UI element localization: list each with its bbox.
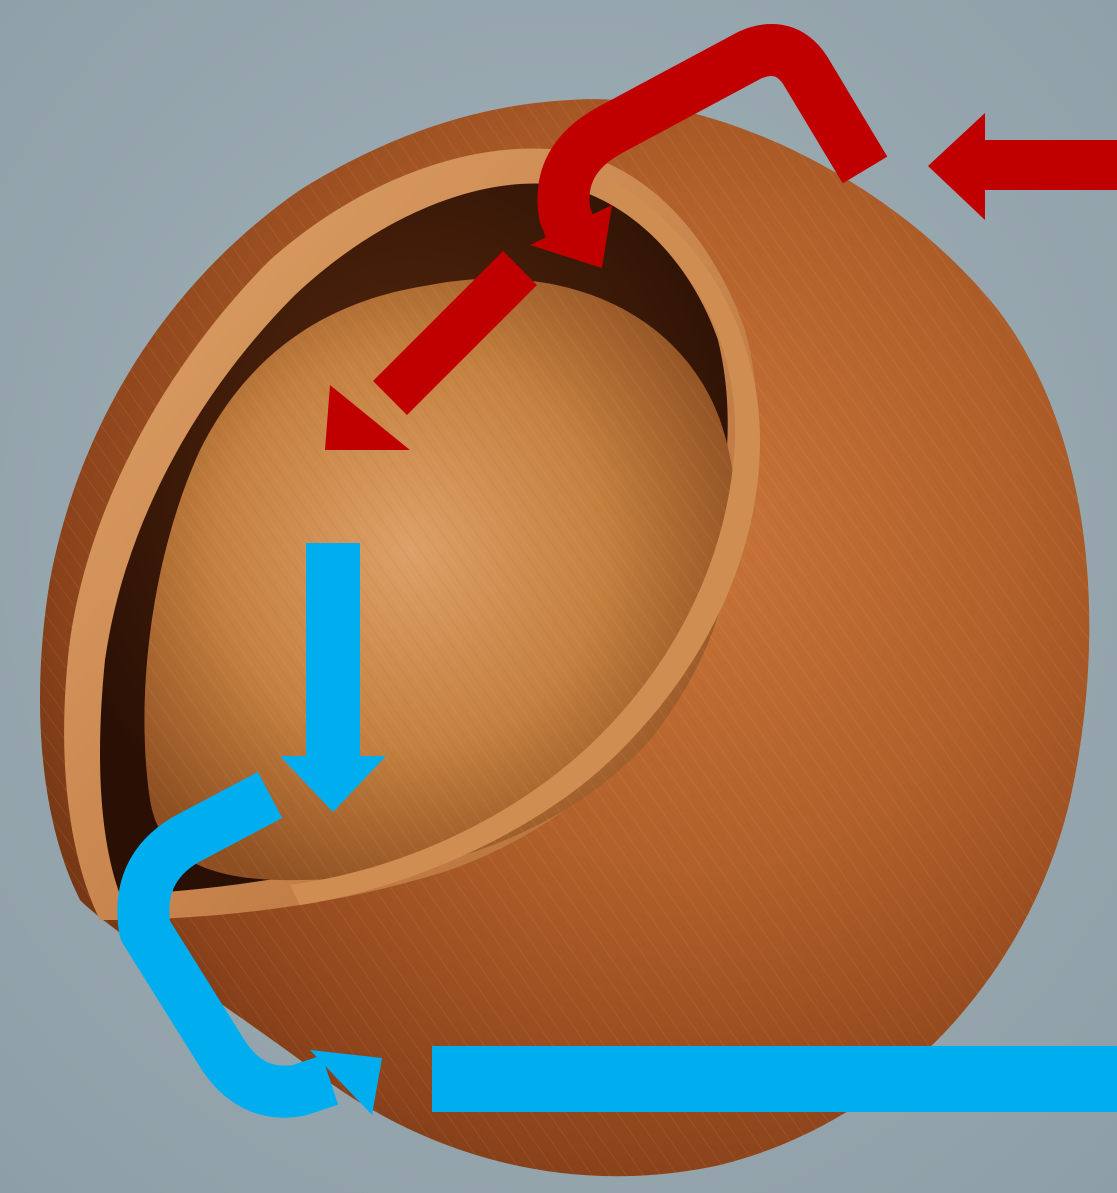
red-left-arrow-shaft <box>985 140 1117 190</box>
blue-horizontal-bar <box>432 1046 1117 1112</box>
blue-down-arrow-shaft <box>306 543 360 758</box>
